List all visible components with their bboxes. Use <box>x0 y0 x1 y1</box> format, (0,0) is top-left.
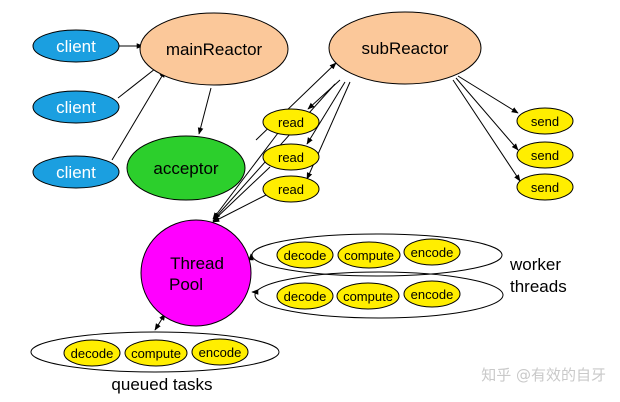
worker1-compute-node <box>337 241 401 269</box>
sub-reactor-node <box>328 11 482 85</box>
read-node-3 <box>262 175 320 203</box>
read-nodes: read read read <box>262 108 320 203</box>
worker2-encode-node <box>403 280 461 308</box>
worker-threads-label-line1: worker <box>509 255 561 274</box>
client-node-2 <box>32 90 120 124</box>
read-label-2: read <box>278 150 304 165</box>
arrow-read2-pool <box>212 166 271 222</box>
worker2-encode-label: encode <box>411 287 454 302</box>
worker-threads-label-line2: threads <box>510 277 567 296</box>
read-node-2 <box>262 143 320 171</box>
arrow-sub-send1 <box>457 75 519 114</box>
worker1-decode-node <box>276 241 334 269</box>
worker-container-1 <box>251 233 503 277</box>
send-nodes: send send send <box>516 107 574 201</box>
main-reactor-node <box>139 12 289 86</box>
read-node-1 <box>262 108 320 136</box>
arrow-client3-main <box>111 70 166 161</box>
read-label-3: read <box>278 182 304 197</box>
worker-group-2: decode compute encode <box>254 271 504 319</box>
send-node-2 <box>516 141 574 169</box>
client-label-3: client <box>56 163 96 182</box>
client-node-1 <box>32 29 120 63</box>
worker1-encode-node <box>403 238 461 266</box>
send-label-3: send <box>531 180 559 195</box>
arrow-read3-pool <box>212 194 267 223</box>
arrow-sub-read2 <box>306 81 346 145</box>
queued-container <box>30 331 280 373</box>
main-reactor-label: mainReactor <box>166 40 263 59</box>
worker1-decode-label: decode <box>284 248 327 263</box>
thread-pool-node <box>140 219 252 327</box>
queued-compute-node <box>124 339 188 367</box>
arrow-sub-send3 <box>452 79 521 182</box>
client-label-1: client <box>56 37 96 56</box>
queued-compute-label: compute <box>131 346 181 361</box>
worker1-encode-label: encode <box>411 245 454 260</box>
send-label-1: send <box>531 114 559 129</box>
queued-encode-label: encode <box>199 345 242 360</box>
arrow-main-acceptor <box>197 87 212 135</box>
acceptor-node <box>126 135 246 201</box>
queued-decode-label: decode <box>71 346 114 361</box>
worker2-compute-node <box>336 282 400 310</box>
worker2-decode-label: decode <box>284 289 327 304</box>
acceptor-label: acceptor <box>153 159 219 178</box>
thread-pool-label-line1: Thread <box>170 254 224 273</box>
send-node-1 <box>516 107 574 135</box>
queued-tasks-label: queued tasks <box>111 375 212 394</box>
worker-container-2 <box>254 271 504 319</box>
read-label-1: read <box>278 115 304 130</box>
worker2-compute-label: compute <box>343 289 393 304</box>
arrow-client2-main <box>117 64 161 99</box>
arrow-read1-pool <box>212 132 279 220</box>
worker2-decode-node <box>276 282 334 310</box>
client-label-2: client <box>56 98 96 117</box>
worker1-compute-label: compute <box>344 248 394 263</box>
worker-group-1: decode compute encode <box>251 233 503 277</box>
arrow-sub-send2 <box>455 77 519 151</box>
thread-pool-label-line2: Pool <box>169 275 203 294</box>
send-node-3 <box>516 173 574 201</box>
arrow-pool-queued <box>154 313 166 331</box>
queued-decode-node <box>63 339 121 367</box>
client-node-3 <box>32 155 120 189</box>
reactor-nodes: mainReactor subReactor <box>139 11 482 86</box>
send-label-2: send <box>531 148 559 163</box>
queued-encode-node <box>191 338 249 366</box>
queued-group: decode compute encode <box>30 331 280 373</box>
sub-reactor-label: subReactor <box>362 39 449 58</box>
client-nodes: client client client <box>32 29 120 189</box>
watermark-text: 知乎 @有效的自牙 <box>481 366 606 384</box>
